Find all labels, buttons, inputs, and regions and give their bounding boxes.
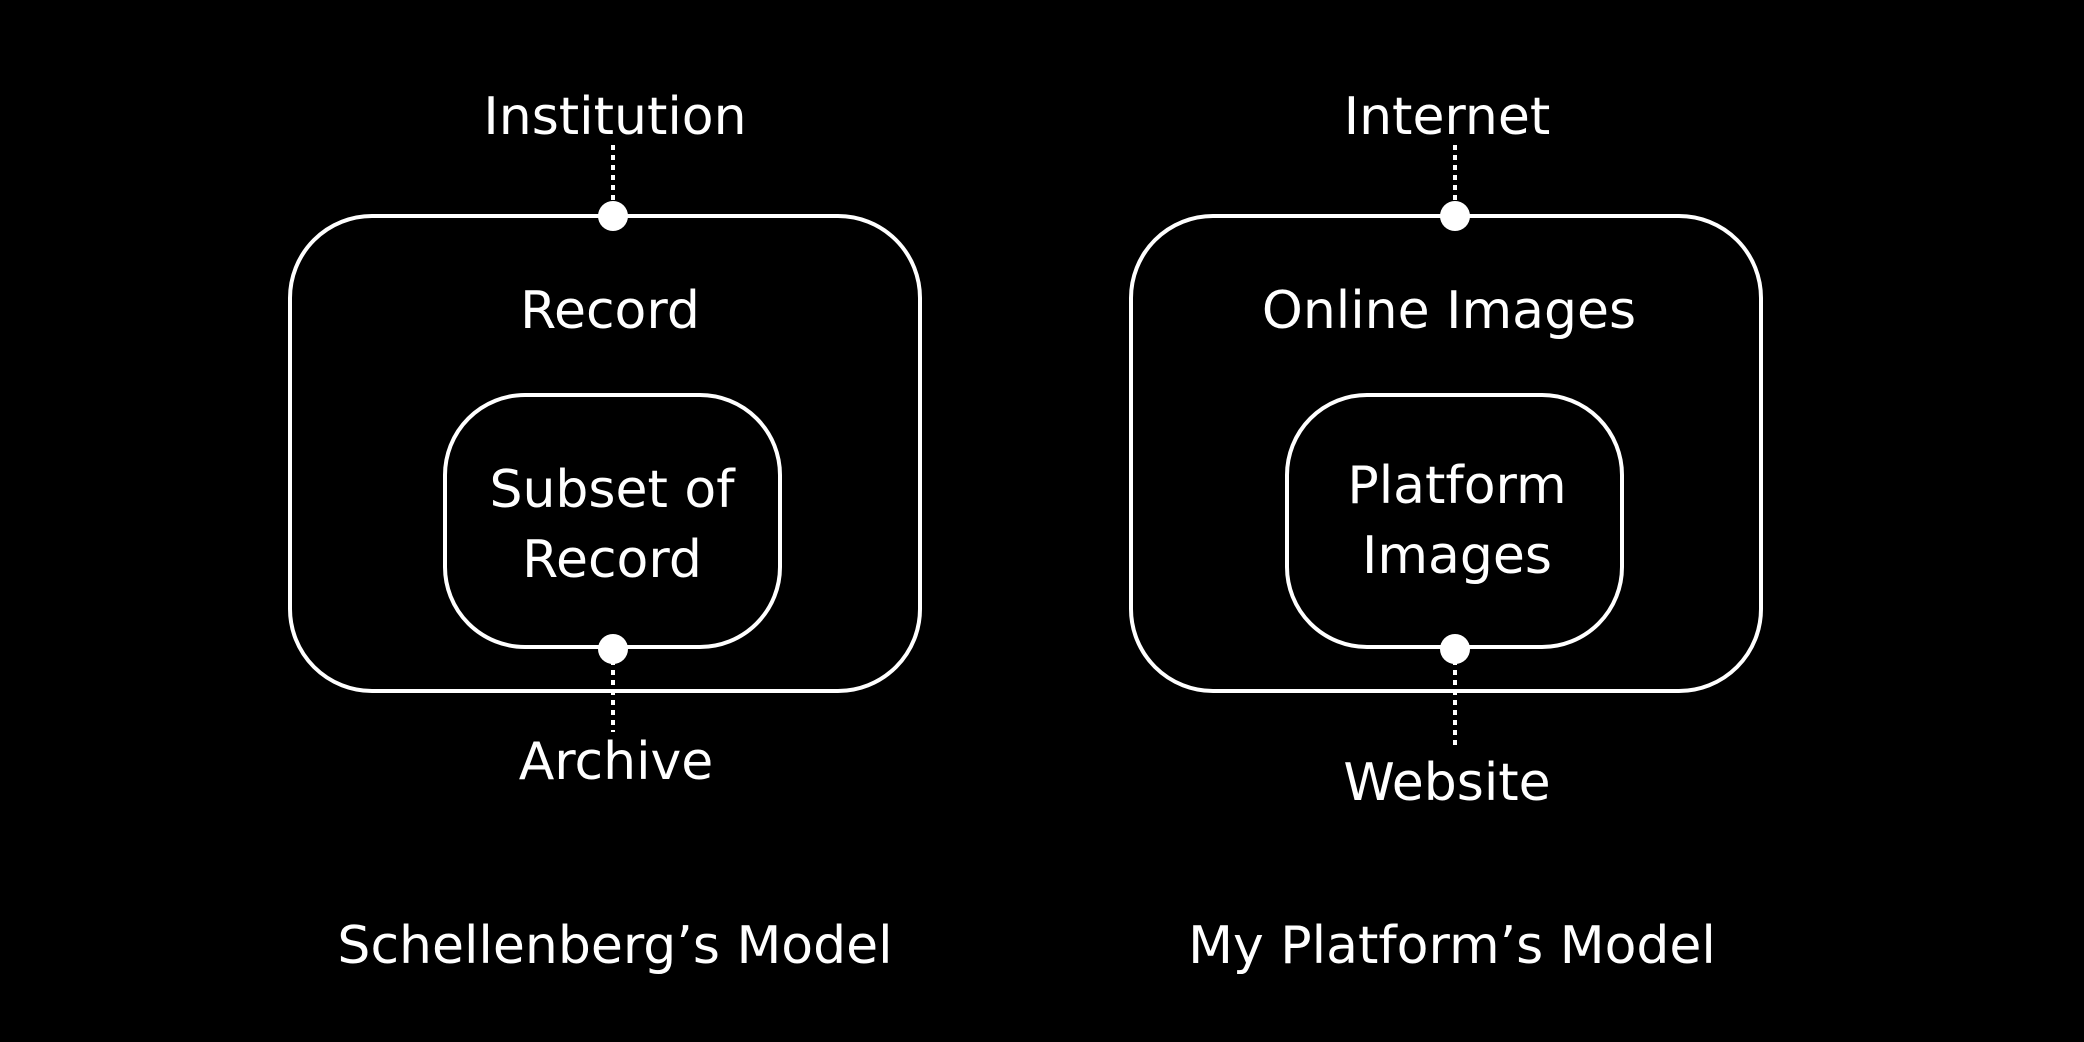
left-bottom-label: Archive xyxy=(518,732,714,792)
left-inner-label-line1: Subset of xyxy=(489,460,735,520)
left-caption: Schellenberg’s Model xyxy=(337,916,893,976)
right-outer-label: Online Images xyxy=(1261,281,1637,341)
right-bottom-node xyxy=(1440,634,1470,664)
right-top-node xyxy=(1440,201,1470,231)
left-top-label: Institution xyxy=(483,87,747,147)
right-model xyxy=(1129,145,1763,745)
left-outer-label: Record xyxy=(520,281,700,341)
right-inner-label-line2: Images xyxy=(1362,526,1552,586)
left-model xyxy=(288,145,922,732)
right-bottom-label: Website xyxy=(1343,753,1551,813)
right-caption: My Platform’s Model xyxy=(1188,916,1716,976)
right-inner-label-line1: Platform xyxy=(1347,456,1567,516)
left-inner-label-line2: Record xyxy=(522,530,702,590)
left-bottom-node xyxy=(598,634,628,664)
left-inner-label: Subset of Record xyxy=(489,455,734,595)
left-top-node xyxy=(598,201,628,231)
right-top-label: Internet xyxy=(1343,87,1551,147)
right-inner-label: Platform Images xyxy=(1347,451,1566,591)
